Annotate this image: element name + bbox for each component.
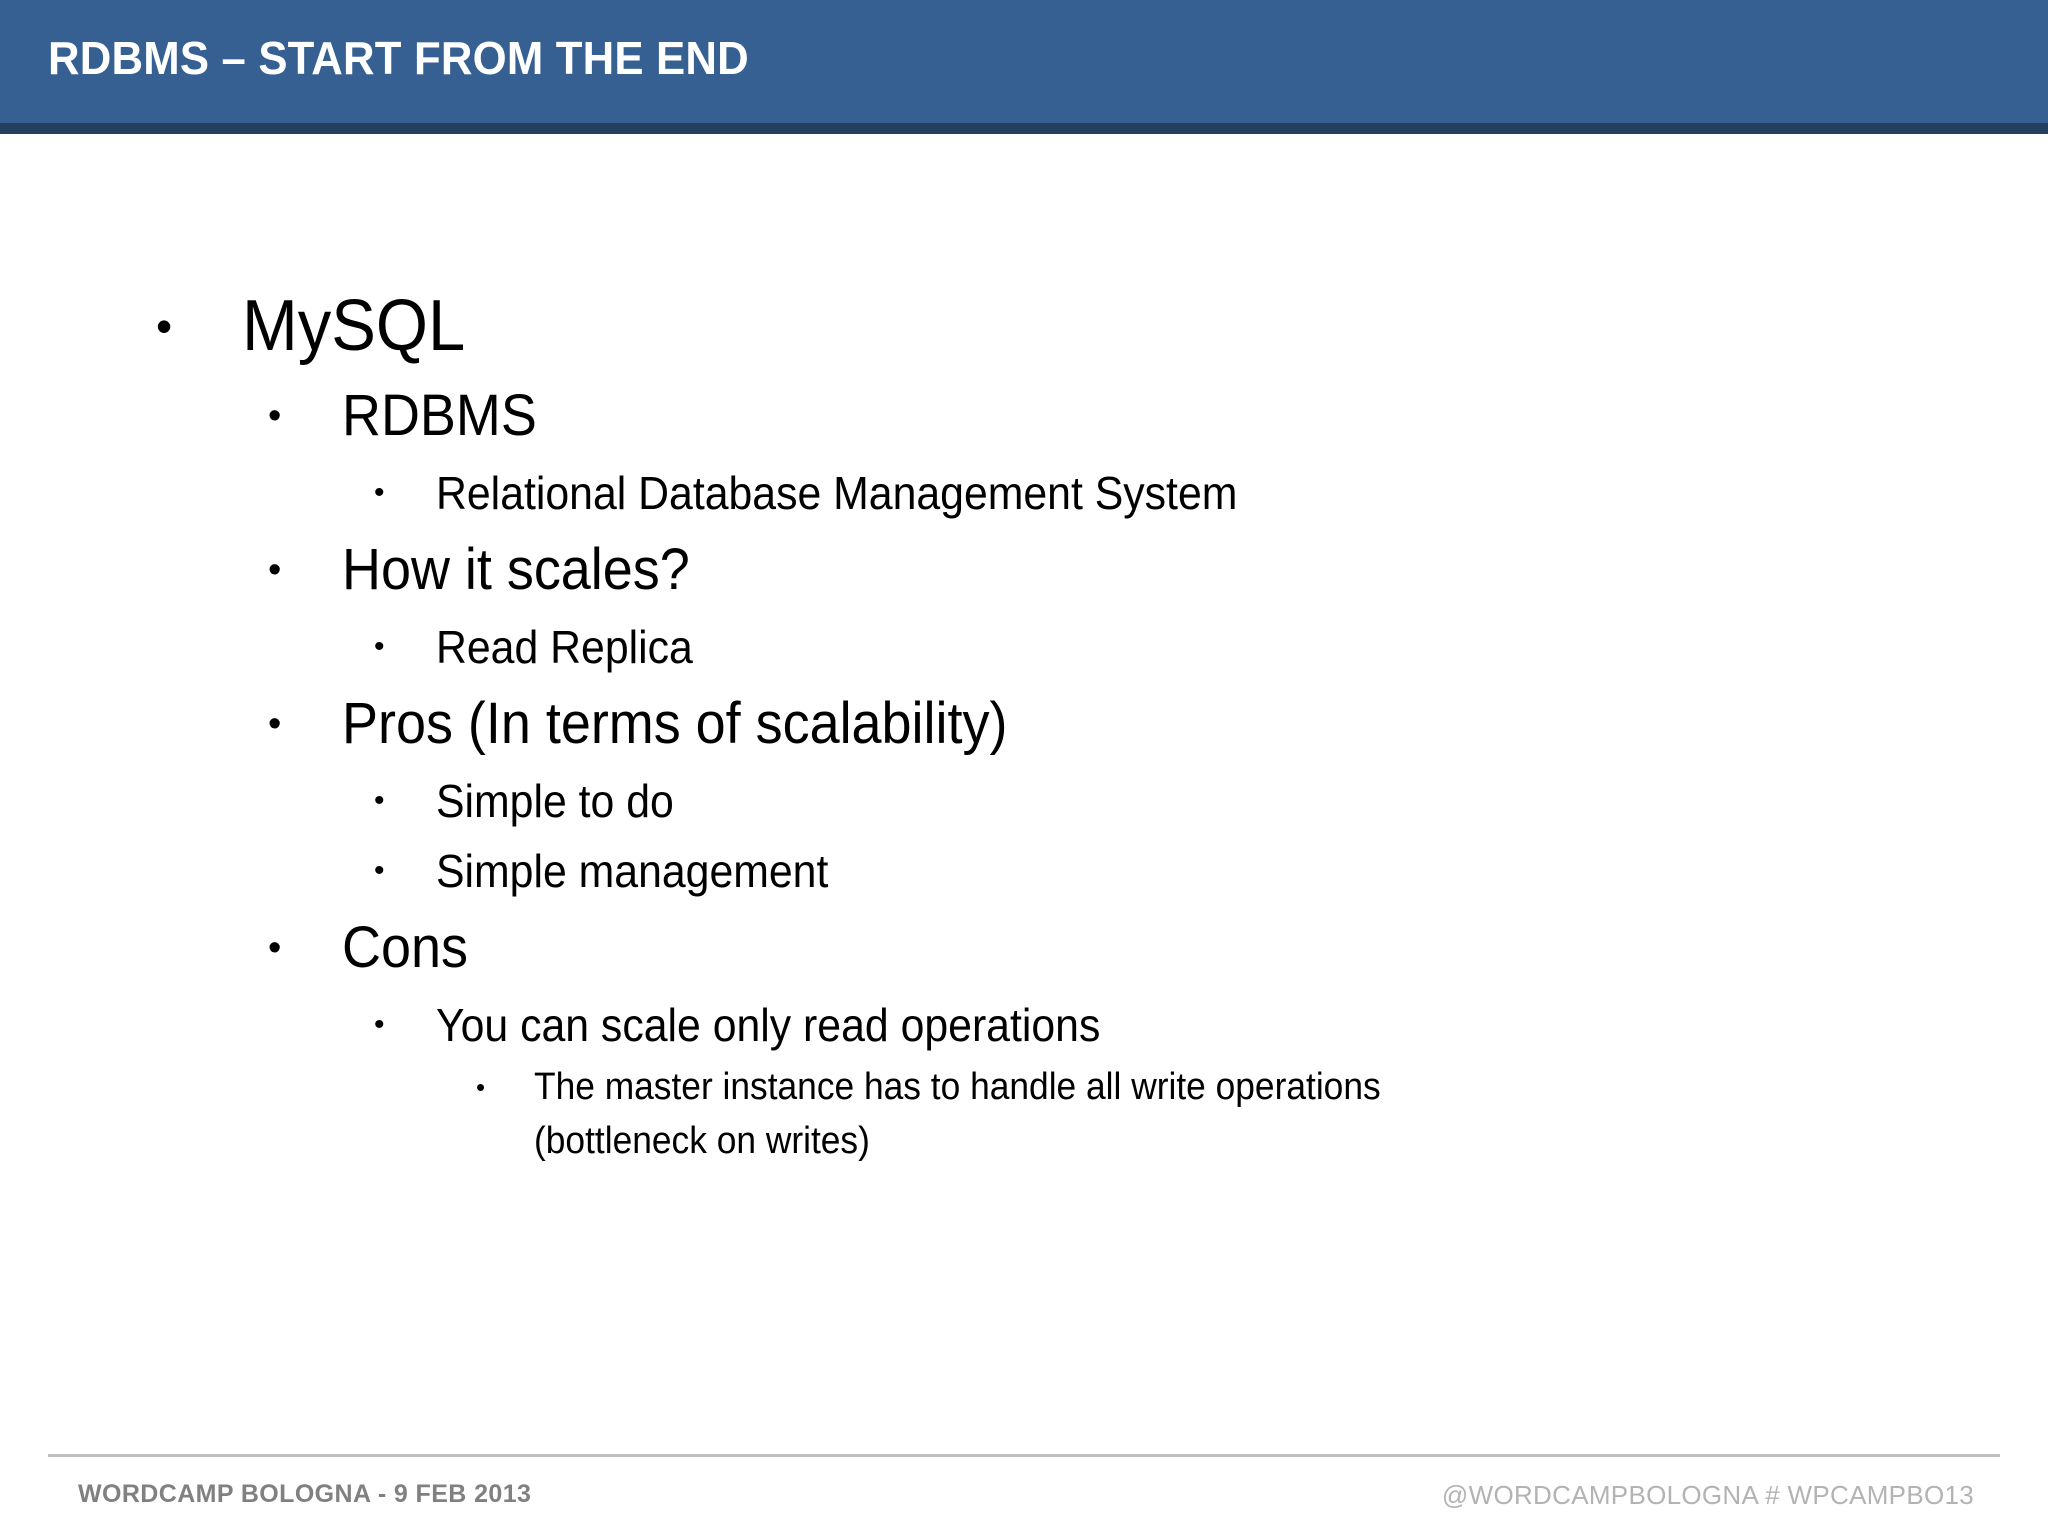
bullet-point-icon: • — [268, 927, 282, 969]
bullet-item-label: How it scales? — [342, 537, 690, 602]
bullet-item-label: Pros (In terms of scalability) — [342, 691, 1008, 756]
bullet-item-level-3: • Read Replica — [374, 612, 1928, 682]
bullet-outline: • MySQL • RDBMS • Relational Database Managem… — [120, 278, 1928, 1168]
bullet-item-label: RDBMS — [342, 383, 537, 448]
bullet-item-label: Read Replica — [436, 621, 693, 673]
bullet-item-level-2: • RDBMS — [268, 374, 1928, 458]
bullet-item-label: Simple management — [436, 845, 829, 897]
bullet-item-level-3: • Simple to do — [374, 766, 1928, 836]
bullet-item-label: The master instance has to handle all wr… — [534, 1066, 1381, 1162]
bullet-point-icon: • — [374, 854, 385, 887]
slide-header-band — [0, 0, 2048, 123]
bullet-item-level-3: • Simple management — [374, 836, 1928, 906]
slide-footer: WORDCAMP BOLOGNA - 9 FEB 2013 @WORDCAMPB… — [0, 1454, 2048, 1536]
bullet-point-icon: • — [374, 630, 385, 663]
bullet-point-icon: • — [374, 1008, 385, 1041]
footer-event-label: WORDCAMP BOLOGNA - 9 FEB 2013 — [78, 1480, 532, 1508]
bullet-item-level-4: • The master instance has to handle all w… — [476, 1060, 1576, 1168]
bullet-item-level-2: • Cons — [268, 906, 1928, 990]
bullet-point-icon: • — [268, 549, 282, 591]
bullet-item-label: Simple to do — [436, 775, 674, 827]
bullet-point-icon: • — [268, 395, 282, 437]
bullet-item-level-1: • MySQL — [156, 278, 1928, 374]
bullet-item-level-2: • How it scales? — [268, 528, 1928, 612]
bullet-point-icon: • — [156, 300, 173, 352]
page-title: RDBMS – START FROM THE END — [48, 32, 749, 84]
bullet-item-label: MySQL — [242, 286, 466, 366]
footer-divider — [48, 1454, 2000, 1457]
bullet-item-label: You can scale only read operations — [436, 999, 1101, 1051]
footer-social-label: @WORDCAMPBOLOGNA # WPCAMPBO13 — [1441, 1480, 1974, 1510]
slide-body: • MySQL • RDBMS • Relational Database Managem… — [0, 134, 2048, 1454]
bullet-item-label: Cons — [342, 915, 468, 980]
bullet-item-level-3: • Relational Database Management System — [374, 458, 1928, 528]
bullet-item-level-3: • You can scale only read operations — [374, 990, 1928, 1060]
bullet-point-icon: • — [476, 1072, 486, 1102]
slide-header-accent-strip — [0, 123, 2048, 134]
bullet-point-icon: • — [268, 703, 282, 745]
bullet-point-icon: • — [374, 476, 385, 509]
bullet-point-icon: • — [374, 784, 385, 817]
bullet-item-level-2: • Pros (In terms of scalability) — [268, 682, 1928, 766]
bullet-item-label: Relational Database Management System — [436, 467, 1238, 519]
